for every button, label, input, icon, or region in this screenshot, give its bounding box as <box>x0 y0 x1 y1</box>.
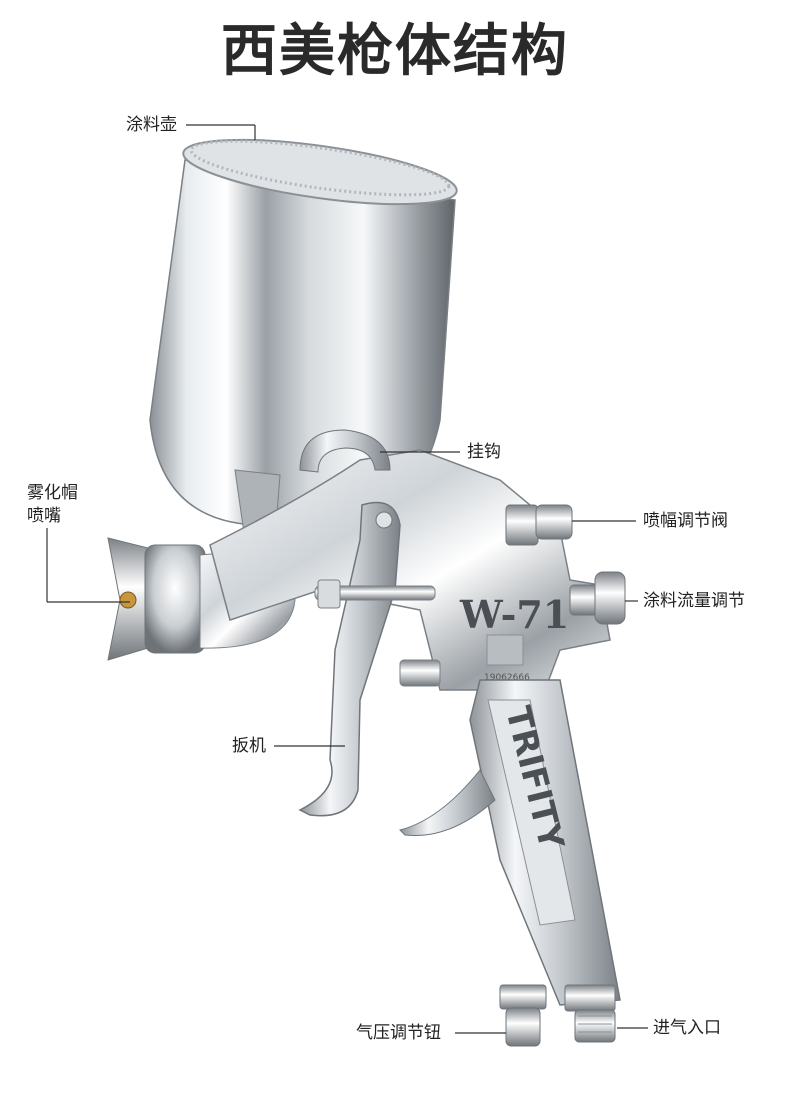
label-pressure-knob: 气压调节钮 <box>356 1023 441 1043</box>
model-text: W-71 <box>459 592 569 637</box>
serial-text: 19062666 <box>484 673 530 683</box>
label-trigger: 扳机 <box>232 736 266 756</box>
fan-valve-knob <box>505 504 573 546</box>
label-nozzle-line1: 雾化帽 <box>27 483 78 503</box>
label-air-inlet: 进气入口 <box>653 1018 721 1038</box>
air-inlet-fitting <box>564 984 616 1043</box>
gun-handle: TRIFITY <box>399 679 621 1006</box>
trigger <box>298 501 401 817</box>
label-fan-valve: 喷幅调节阀 <box>643 511 728 531</box>
label-fluid-adjust: 涂料流量调节 <box>643 591 745 611</box>
label-hook: 挂钩 <box>467 442 501 462</box>
fluid-adjust-knob <box>569 571 626 625</box>
label-nozzle-line2: 喷嘴 <box>27 506 61 526</box>
needle-rod <box>314 579 441 687</box>
pressure-knob <box>499 984 547 1047</box>
label-paint-cup: 涂料壶 <box>126 115 177 135</box>
page-title: 西美枪体结构 <box>221 19 569 84</box>
leader-lines <box>46 124 648 1034</box>
